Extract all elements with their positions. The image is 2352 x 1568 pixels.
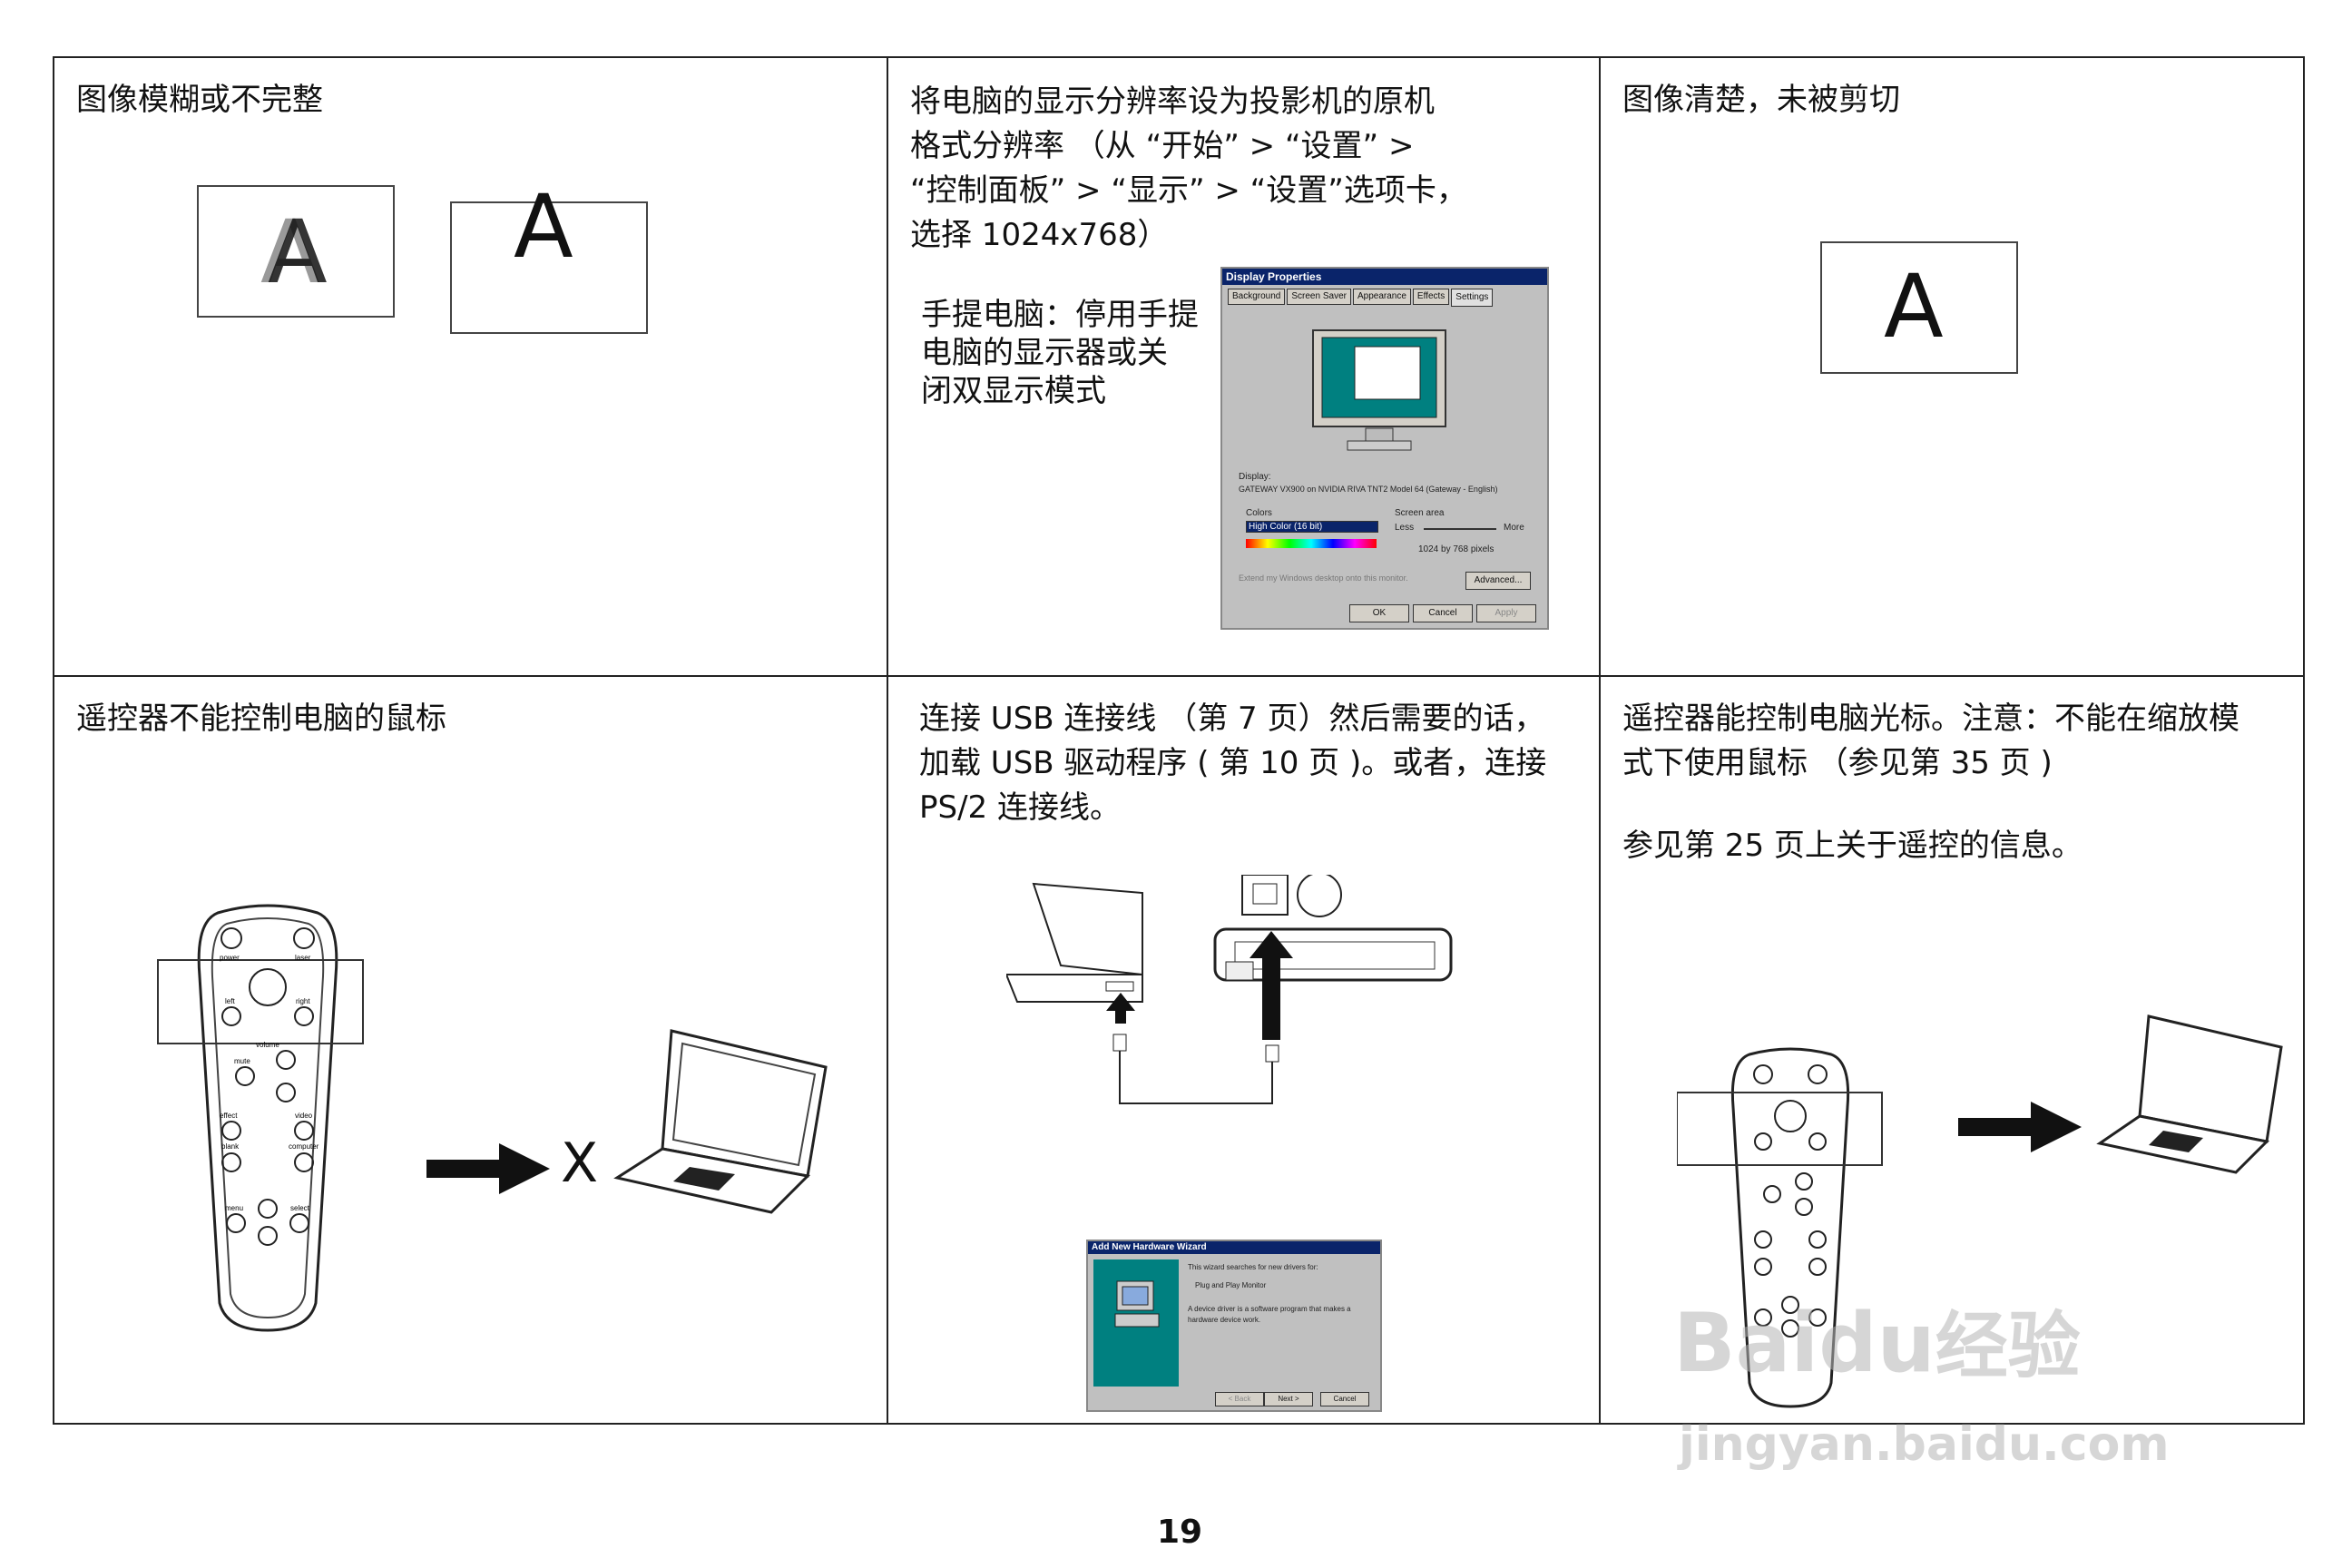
laptop-icon xyxy=(613,1029,828,1214)
remote-label-effect: effect xyxy=(220,1112,238,1120)
wizard-back-button[interactable]: < Back xyxy=(1215,1392,1264,1406)
remote-label-menu: menu xyxy=(225,1204,243,1212)
remote-info-note: 参见第 25 页上关于遥控的信息。 xyxy=(1622,828,2082,864)
tab-effects[interactable]: Effects xyxy=(1412,289,1450,305)
display-label: Display: xyxy=(1239,472,1271,482)
remote-label-laser: laser xyxy=(295,954,311,962)
wizard-line-4: hardware device work. xyxy=(1188,1316,1261,1324)
wizard-next-button[interactable]: Next > xyxy=(1264,1392,1313,1406)
wizard-cancel-button[interactable]: Cancel xyxy=(1320,1392,1369,1406)
tab-background[interactable]: Background xyxy=(1228,289,1286,305)
problem-blurry-text: 图像模糊或不完整 xyxy=(76,82,323,118)
display-properties-dialog: Display Properties Background Screen Sav… xyxy=(1220,267,1549,630)
watermark-brand-2: du xyxy=(1818,1296,1936,1391)
page-number: 19 xyxy=(1156,1514,1203,1551)
advanced-button[interactable]: Advanced... xyxy=(1465,572,1531,590)
laptop-icon-2 xyxy=(2096,1014,2283,1174)
remote-label-video: video xyxy=(295,1112,313,1120)
row-divider xyxy=(54,675,2303,677)
display-value: GATEWAY VX900 on NVIDIA RIVA TNT2 Model … xyxy=(1239,485,1498,494)
blurry-a-box: A A xyxy=(197,185,395,318)
remote-label-left: left xyxy=(225,997,235,1005)
remote-control-icon-2 xyxy=(1677,1047,1883,1408)
remote-control-icon: power laser left right volume mute effec… xyxy=(157,904,364,1332)
column-divider-1 xyxy=(887,58,888,1423)
cropped-a-box: A xyxy=(450,183,648,334)
resolution-readout: 1024 by 768 pixels xyxy=(1418,544,1494,554)
remote-label-power: power xyxy=(220,954,240,962)
wizard-titlebar: Add New Hardware Wizard xyxy=(1088,1241,1380,1254)
troubleshooting-table: 图像模糊或不完整 A A A 将电脑的显示分辨率设为投影机的原机 格式分辨率 （… xyxy=(53,56,2305,1425)
tab-screen-saver[interactable]: Screen Saver xyxy=(1287,289,1351,305)
blurry-a-letter: A xyxy=(268,201,328,303)
wizard-line-1: This wizard searches for new drivers for… xyxy=(1188,1263,1318,1271)
cell-set-resolution: 将电脑的显示分辨率设为投影机的原机 格式分辨率 （从 “开始” > “设置” >… xyxy=(888,58,1599,675)
remote-label-select: select xyxy=(290,1204,310,1212)
color-spectrum-bar xyxy=(1246,539,1377,548)
cell-remote-controls-cursor: 遥控器能控制电脑光标。注意：不能在缩放模 式下使用鼠标 （参见第 35 页 ) … xyxy=(1601,677,2307,1425)
arrow-right-icon xyxy=(426,1143,550,1194)
cancel-button[interactable]: Cancel xyxy=(1413,604,1473,622)
baidu-watermark: Baidu经验 xyxy=(1673,1303,2081,1385)
wizard-line-3: A device driver is a software program th… xyxy=(1188,1305,1351,1313)
cell-remote-no-mouse: 遥控器不能控制电脑的鼠标 power laser left right xyxy=(54,677,887,1425)
apply-button[interactable]: Apply xyxy=(1476,604,1536,622)
watermark-url: jingyan.baidu.com xyxy=(1679,1417,2170,1472)
watermark-brand: Bai xyxy=(1673,1296,1819,1391)
remote-label-mute: mute xyxy=(234,1057,250,1065)
tab-settings[interactable]: Settings xyxy=(1451,289,1494,307)
less-label: Less xyxy=(1395,523,1415,533)
result-remote-text: 遥控器能控制电脑光标。注意：不能在缩放模 式下使用鼠标 （参见第 35 页 ) xyxy=(1622,701,2239,781)
solution-resolution-text: 将电脑的显示分辨率设为投影机的原机 格式分辨率 （从 “开始” > “设置” >… xyxy=(910,83,1467,253)
remote-label-blank: blank xyxy=(221,1142,240,1151)
arrow-right-icon-2 xyxy=(1958,1102,2082,1152)
ok-button[interactable]: OK xyxy=(1349,604,1409,622)
screen-area-label: Screen area xyxy=(1395,508,1445,518)
problem-remote-text: 遥控器不能控制电脑的鼠标 xyxy=(76,701,446,737)
cropped-a-letter: A xyxy=(514,176,573,278)
cell-clear-image: 图像清楚，未被剪切 A xyxy=(1601,58,2307,675)
computer-icon xyxy=(1114,1280,1160,1328)
remote-label-right: right xyxy=(296,997,310,1005)
colors-dropdown[interactable]: High Color (16 bit) xyxy=(1246,521,1378,533)
extend-desktop-checkbox[interactable]: Extend my Windows desktop onto this moni… xyxy=(1239,573,1408,583)
watermark-cn: 经验 xyxy=(1935,1304,2081,1388)
cell-usb-connection: 连接 USB 连接线 （第 7 页）然后需要的话， 加载 USB 驱动程序 ( … xyxy=(888,677,1599,1425)
column-divider-2 xyxy=(1599,58,1601,1423)
tab-appearance[interactable]: Appearance xyxy=(1352,289,1411,305)
colors-label: Colors xyxy=(1246,508,1272,518)
dialog-titlebar: Display Properties xyxy=(1222,269,1547,285)
solution-usb-text: 连接 USB 连接线 （第 7 页）然后需要的话， 加载 USB 驱动程序 ( … xyxy=(919,701,1547,826)
no-control-x-mark: X xyxy=(561,1132,599,1195)
blurry-a-letter-shadow: A xyxy=(260,201,320,303)
remote-label-volume: volume xyxy=(256,1041,279,1049)
screen-area-slider[interactable] xyxy=(1424,528,1496,530)
usb-connection-diagram-icon xyxy=(1006,875,1453,1104)
clear-a-letter: A xyxy=(1884,256,1944,358)
add-hardware-wizard-dialog: Add New Hardware Wizard This wizard sear… xyxy=(1086,1240,1382,1412)
clear-a-box: A xyxy=(1820,241,2018,374)
laptop-display-note: 手提电脑：停用手提 电脑的显示器或关 闭双显示模式 xyxy=(921,297,1199,409)
result-clear-text: 图像清楚，未被剪切 xyxy=(1622,82,1900,118)
cell-blurry-image: 图像模糊或不完整 A A A xyxy=(54,58,887,675)
more-label: More xyxy=(1504,523,1524,533)
wizard-line-2: Plug and Play Monitor xyxy=(1195,1281,1267,1289)
monitor-preview-icon xyxy=(1312,329,1446,451)
remote-label-computer: computer xyxy=(289,1142,319,1151)
